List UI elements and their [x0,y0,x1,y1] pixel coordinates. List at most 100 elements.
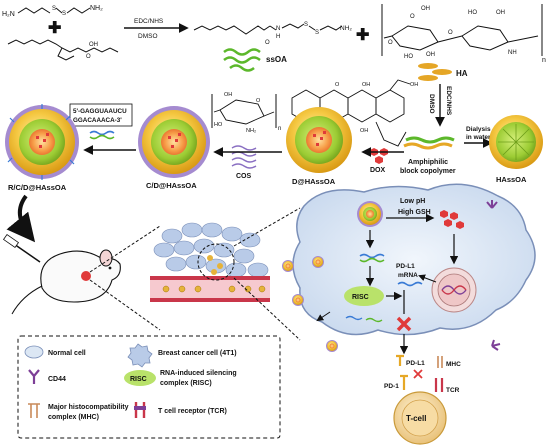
pdl1-protein: PD-L1 [396,354,425,367]
ssoa-n-label: N [276,26,280,32]
sirna-release [359,230,385,287]
in-water-label: in water [466,134,491,141]
chitosan-nh2-label: NH₂ [246,128,256,134]
cd44-receptor-2 [491,339,501,351]
rcd-hassoa-nanoparticle: R/C/D@HAssOA [5,104,79,192]
dialysis-arrow: Dialysis in water [464,126,493,148]
chitosan-o-label: O [256,98,261,104]
s2-label: S [62,11,66,17]
legend-box: Normal cell Breast cancer cell (4T1) CD4… [17,335,281,439]
zoom-line-2 [89,279,161,331]
dox-label: DOX [370,167,386,174]
chitosan-structure: OH HO NH₂ O n [211,92,281,134]
blocked-icon [396,316,412,332]
legend-breast-cancer: Breast cancer cell (4T1) [127,343,237,368]
cd-hassoa-label: C/D@HAssOA [146,181,197,190]
outside-nanoparticles [282,256,338,352]
cos-icon: COS [231,145,257,180]
cd-hassoa-nanoparticle: C/D@HAssOA [138,106,210,190]
dox-oh3: OH [360,128,368,134]
legend-tcr-label: T cell receptor (TCR) [158,408,227,415]
ssoa-nh2-label: NH₂ [340,25,352,32]
high-gsh-label: High GSH [398,209,431,216]
o-label: O [86,54,91,60]
zoom-circle [197,243,235,281]
dox-oh2: OH [410,82,418,88]
zoom-line-1 [89,225,161,273]
zoom-line-3 [233,207,301,247]
ssoa-structure: N H O S S NH₂ [193,22,352,46]
ha-n-label: n [542,57,546,64]
rcd-hassoa-label: R/C/D@HAssOA [8,183,67,192]
cd44-icon [28,369,40,384]
sirna-seq-1: 5'-GAGGUAAUCU [73,108,127,115]
t-cell: T-cell [393,391,447,445]
chitosan-oh-label: OH [224,92,232,98]
cell-nanoparticle-entry [357,201,383,227]
amphiphilic-copolymer: Amphiphilic block copolymer [400,136,456,175]
ha-oh1-label: OH [426,52,435,58]
edc-nhs-label: EDC/NHS [134,18,164,25]
ssoa-s2-label: S [315,30,319,36]
legend-risc-desc-2: complex (RISC) [160,380,212,387]
d-hassoa-nanoparticle: D@HAssOA [286,107,352,186]
chitosan-ho-label: HO [214,122,223,128]
pd1-block-icon [413,369,423,379]
pd1-receptor: PD-1 [384,369,423,390]
mrna-degradation [316,311,383,323]
amphiphilic-label: Amphiphilic [408,159,448,166]
pdl1-label: PD-L1 [406,360,425,367]
tcr-label: TCR [446,387,460,394]
ha-o3-label: O [448,30,453,36]
dialysis-label: Dialysis [466,126,491,133]
ssoa-icon: ssOA [223,48,287,72]
ha-ho2-label: HO [468,10,477,16]
nh2-label: NH₂ [90,5,103,12]
legend-cd44-label: CD44 [48,376,66,383]
legend-cd44: CD44 [28,369,66,384]
down-arrow-step: EDC/NHS DMSO [428,84,452,127]
arrow-edc-nhs: EDC/NHS DMSO [124,18,189,40]
legend-mhc-label-1: Major histocompatibility [48,404,129,411]
s1-label: S [52,6,56,12]
ssoa-label: ssOA [266,55,287,64]
dox-o1: O [335,82,340,88]
ssoa-h-label: H [276,34,280,40]
syringe-icon [13,243,41,263]
d-hassoa-label: D@HAssOA [292,177,336,186]
legend-risc-desc-1: RNA-induced silencing [160,370,237,377]
ssoa-o-label: O [265,40,270,46]
plus-sign-2: ✚ [356,27,369,44]
ha-cooh-label: OH [421,6,430,12]
dmso-2-label: DMSO [428,94,435,114]
dox-oh1: OH [362,82,370,88]
ha-oh2-label: OH [496,10,505,16]
legend-mhc-label-2: complex (MHC) [48,414,99,421]
sirna-icon [89,130,115,140]
h2n-label: H₂N [2,11,15,18]
pdl1-mrna: PD-L1 mRNA [396,263,437,287]
mhc-label: MHC [446,361,461,368]
dmso-label: DMSO [138,33,158,40]
edc-nhs-2-label: EDC/NHS [445,86,452,116]
sirna-seq-2: GGACAAACA-3' [73,117,122,124]
ha-icon: HA [418,63,468,81]
risc-complex: RISC [344,286,403,306]
legend-tcr: T cell receptor (TCR) [134,402,227,418]
released-dox [440,210,464,229]
pdl1-mrna-label-2: mRNA [398,272,418,279]
sirna-sequence-box: 5'-GAGGUAAUCU GGACAAACA-3' [69,103,133,127]
tcr-receptor: TCR [434,378,460,394]
hassoa-nanoparticle: HAssOA [489,115,543,184]
tcell-label: T-cell [406,414,426,423]
chitosan-n-label: n [278,126,281,132]
mhc-icon [28,403,40,418]
doxorubicin-structure: O OH OH O O OH [291,79,418,147]
ha-o2-label: O [388,40,393,46]
legend-mhc: Major histocompatibility complex (MHC) [28,403,129,421]
pdl1-mrna-label-1: PD-L1 [396,263,415,270]
normal-cell-icon [24,345,44,359]
oleic-acid-structure: OH O [7,39,119,61]
cancer-cell-icon [127,343,153,368]
